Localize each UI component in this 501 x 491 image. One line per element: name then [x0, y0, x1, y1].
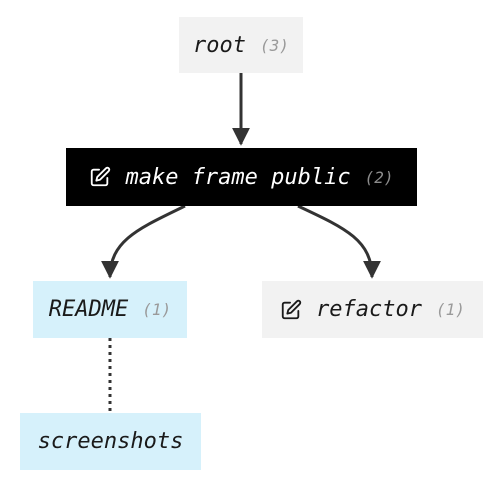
- node-count: (1): [436, 300, 465, 319]
- node-label: screenshots: [37, 429, 184, 454]
- edit-icon: [89, 166, 111, 188]
- node-label: README: [48, 297, 129, 322]
- edge-make-frame-public-to-refactor: [297, 204, 381, 279]
- node-readme[interactable]: README (1): [33, 281, 187, 338]
- node-label: make frame public: [125, 164, 351, 190]
- node-label: root: [193, 32, 247, 58]
- node-make-frame-public[interactable]: make frame public (2): [66, 148, 417, 206]
- node-screenshots[interactable]: screenshots: [20, 413, 201, 470]
- edge-make-frame-public-to-readme: [101, 204, 186, 279]
- node-refactor[interactable]: refactor (1): [262, 281, 483, 338]
- node-count: (3): [260, 35, 289, 55]
- node-root[interactable]: root (3): [179, 17, 303, 73]
- edit-icon: [280, 299, 302, 321]
- node-label: refactor: [316, 297, 423, 322]
- node-count: (2): [364, 167, 394, 187]
- node-count: (1): [142, 300, 172, 319]
